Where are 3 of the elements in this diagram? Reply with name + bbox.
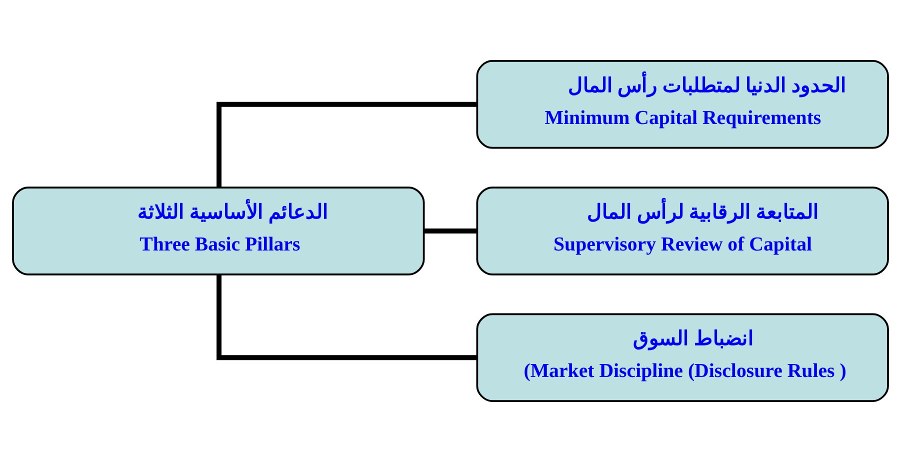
connector xyxy=(424,228,477,233)
connector xyxy=(216,101,477,187)
connector xyxy=(216,274,477,360)
